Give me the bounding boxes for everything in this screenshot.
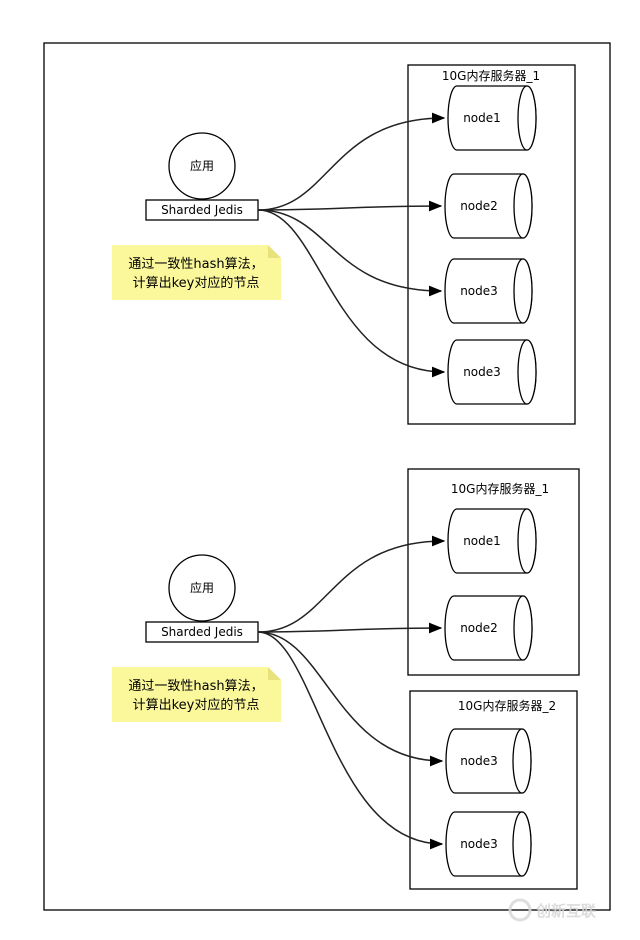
note-line-2: 计算出key对应的节点 xyxy=(133,697,260,713)
cylinder-node2: node2 xyxy=(444,173,533,239)
cylinder-node3b: node3 xyxy=(445,811,532,877)
node-label: node3 xyxy=(460,754,498,768)
node-label: node3 xyxy=(460,837,498,851)
node-label: node3 xyxy=(463,365,501,379)
note-fold xyxy=(268,667,281,680)
app-label: 应用 xyxy=(190,580,214,595)
note-fold xyxy=(268,245,281,258)
node-label: node3 xyxy=(460,284,498,298)
node-label: node1 xyxy=(463,534,501,548)
app-label: 应用 xyxy=(190,158,214,173)
arrow-to-node1 xyxy=(257,112,446,211)
cylinder-node3b: node3 xyxy=(447,339,537,405)
client-label: Sharded Jedis xyxy=(161,203,243,217)
outer-frame xyxy=(43,42,611,911)
app-circle xyxy=(168,554,236,622)
client-label: Sharded Jedis xyxy=(161,625,243,639)
server2-title: 10G内存服务器_2 xyxy=(458,698,556,713)
server1-box xyxy=(407,468,580,676)
watermark-logo-icon xyxy=(508,898,532,922)
arrow-to-node3a xyxy=(257,209,443,297)
node-label: node1 xyxy=(463,111,501,125)
watermark: 创新互联 xyxy=(508,898,597,922)
app-circle xyxy=(168,132,236,200)
server2-box xyxy=(409,690,578,890)
cylinder-node3a: node3 xyxy=(445,728,532,794)
cylinder-node1: node1 xyxy=(447,508,537,574)
top-section: 应用 Sharded Jedis 通过一致性hash算法， 计算出key对应的节… xyxy=(112,64,576,425)
cylinder-node3a: node3 xyxy=(444,258,533,324)
arrow-to-node3b xyxy=(257,631,444,850)
server-box xyxy=(407,64,576,425)
arrow-to-node3b xyxy=(257,209,446,378)
note-line-1: 通过一致性hash算法， xyxy=(128,679,263,694)
arrow-to-node1 xyxy=(257,535,446,633)
note-shape xyxy=(112,667,281,722)
watermark-text: 创新互联 xyxy=(535,902,597,920)
cylinder-node2: node2 xyxy=(444,595,533,661)
note-shape xyxy=(112,245,281,300)
node-label: node2 xyxy=(460,199,498,213)
note-line-2: 计算出key对应的节点 xyxy=(133,275,260,291)
server1-title: 10G内存服务器_1 xyxy=(451,481,549,496)
bottom-section: 应用 Sharded Jedis 通过一致性hash算法， 计算出key对应的节… xyxy=(112,468,580,890)
note-line-1: 通过一致性hash算法， xyxy=(128,257,263,272)
arrow-to-node3a xyxy=(257,631,444,767)
cylinder-node1: node1 xyxy=(447,85,537,151)
arrow-to-node2 xyxy=(257,200,443,212)
node-label: node2 xyxy=(460,621,498,635)
server-title: 10G内存服务器_1 xyxy=(442,68,540,83)
arrow-to-node2 xyxy=(257,622,443,634)
